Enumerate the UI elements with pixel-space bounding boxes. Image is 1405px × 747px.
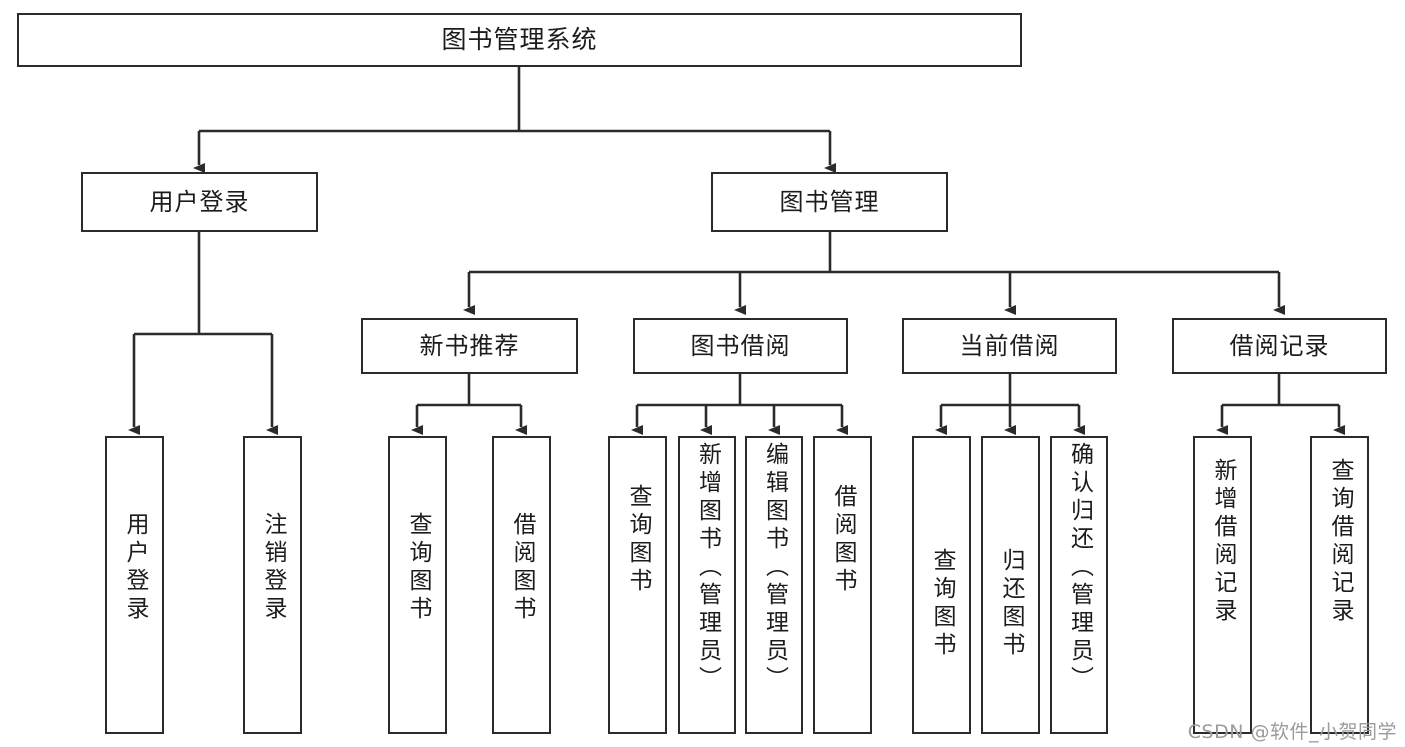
node-book-management[interactable]: 图书管理	[711, 172, 948, 232]
node-label: 归还图书	[998, 548, 1024, 660]
node-label: 新增借阅记录	[1210, 458, 1236, 626]
node-label: 查询图书	[625, 484, 651, 596]
leaf-current-confirm-return-admin[interactable]: 确认归还（管理员）	[1050, 436, 1108, 734]
node-book-borrow[interactable]: 图书借阅	[633, 318, 848, 374]
leaf-borrow-borrow-book[interactable]: 借阅图书	[813, 436, 872, 734]
node-label: 图书管理系统	[441, 25, 598, 55]
node-label: 图书借阅	[690, 331, 791, 360]
leaf-user-login-do[interactable]: 用户登录	[105, 436, 164, 734]
node-label: 查询图书	[405, 512, 431, 624]
node-label: 借阅记录	[1229, 331, 1330, 360]
node-label: 新增图书（管理员）	[694, 442, 721, 694]
node-label: 借阅图书	[830, 484, 856, 596]
node-label: 图书管理	[779, 187, 880, 216]
node-label: 借阅图书	[509, 512, 535, 624]
node-label: 注销登录	[260, 512, 286, 624]
node-borrow-record[interactable]: 借阅记录	[1172, 318, 1387, 374]
leaf-record-add-borrow-record[interactable]: 新增借阅记录	[1193, 436, 1252, 734]
leaf-current-query-book[interactable]: 查询图书	[912, 436, 971, 734]
leaf-borrow-add-book-admin[interactable]: 新增图书（管理员）	[678, 436, 736, 734]
node-label: 查询图书	[929, 548, 955, 660]
node-new-book-recommend[interactable]: 新书推荐	[361, 318, 578, 374]
leaf-borrow-query-book[interactable]: 查询图书	[608, 436, 667, 734]
node-label: 当前借阅	[959, 331, 1060, 360]
node-label: 新书推荐	[419, 331, 520, 360]
node-label: 确认归还（管理员）	[1066, 442, 1093, 694]
node-label: 用户登录	[122, 512, 148, 624]
leaf-newbook-borrow-book[interactable]: 借阅图书	[492, 436, 551, 734]
node-label: 用户登录	[149, 187, 250, 216]
node-label: 编辑图书（管理员）	[761, 442, 788, 694]
leaf-record-query-borrow-record[interactable]: 查询借阅记录	[1310, 436, 1369, 734]
leaf-user-logout[interactable]: 注销登录	[243, 436, 302, 734]
csdn-watermark: CSDN @软件_小贺同学	[1187, 721, 1397, 743]
leaf-borrow-edit-book-admin[interactable]: 编辑图书（管理员）	[745, 436, 803, 734]
leaf-current-return-book[interactable]: 归还图书	[981, 436, 1040, 734]
leaf-newbook-query-book[interactable]: 查询图书	[388, 436, 447, 734]
node-label: 查询借阅记录	[1327, 458, 1353, 626]
node-user-login[interactable]: 用户登录	[81, 172, 318, 232]
node-current-borrow[interactable]: 当前借阅	[902, 318, 1117, 374]
node-root-book-management-system[interactable]: 图书管理系统	[17, 13, 1022, 67]
